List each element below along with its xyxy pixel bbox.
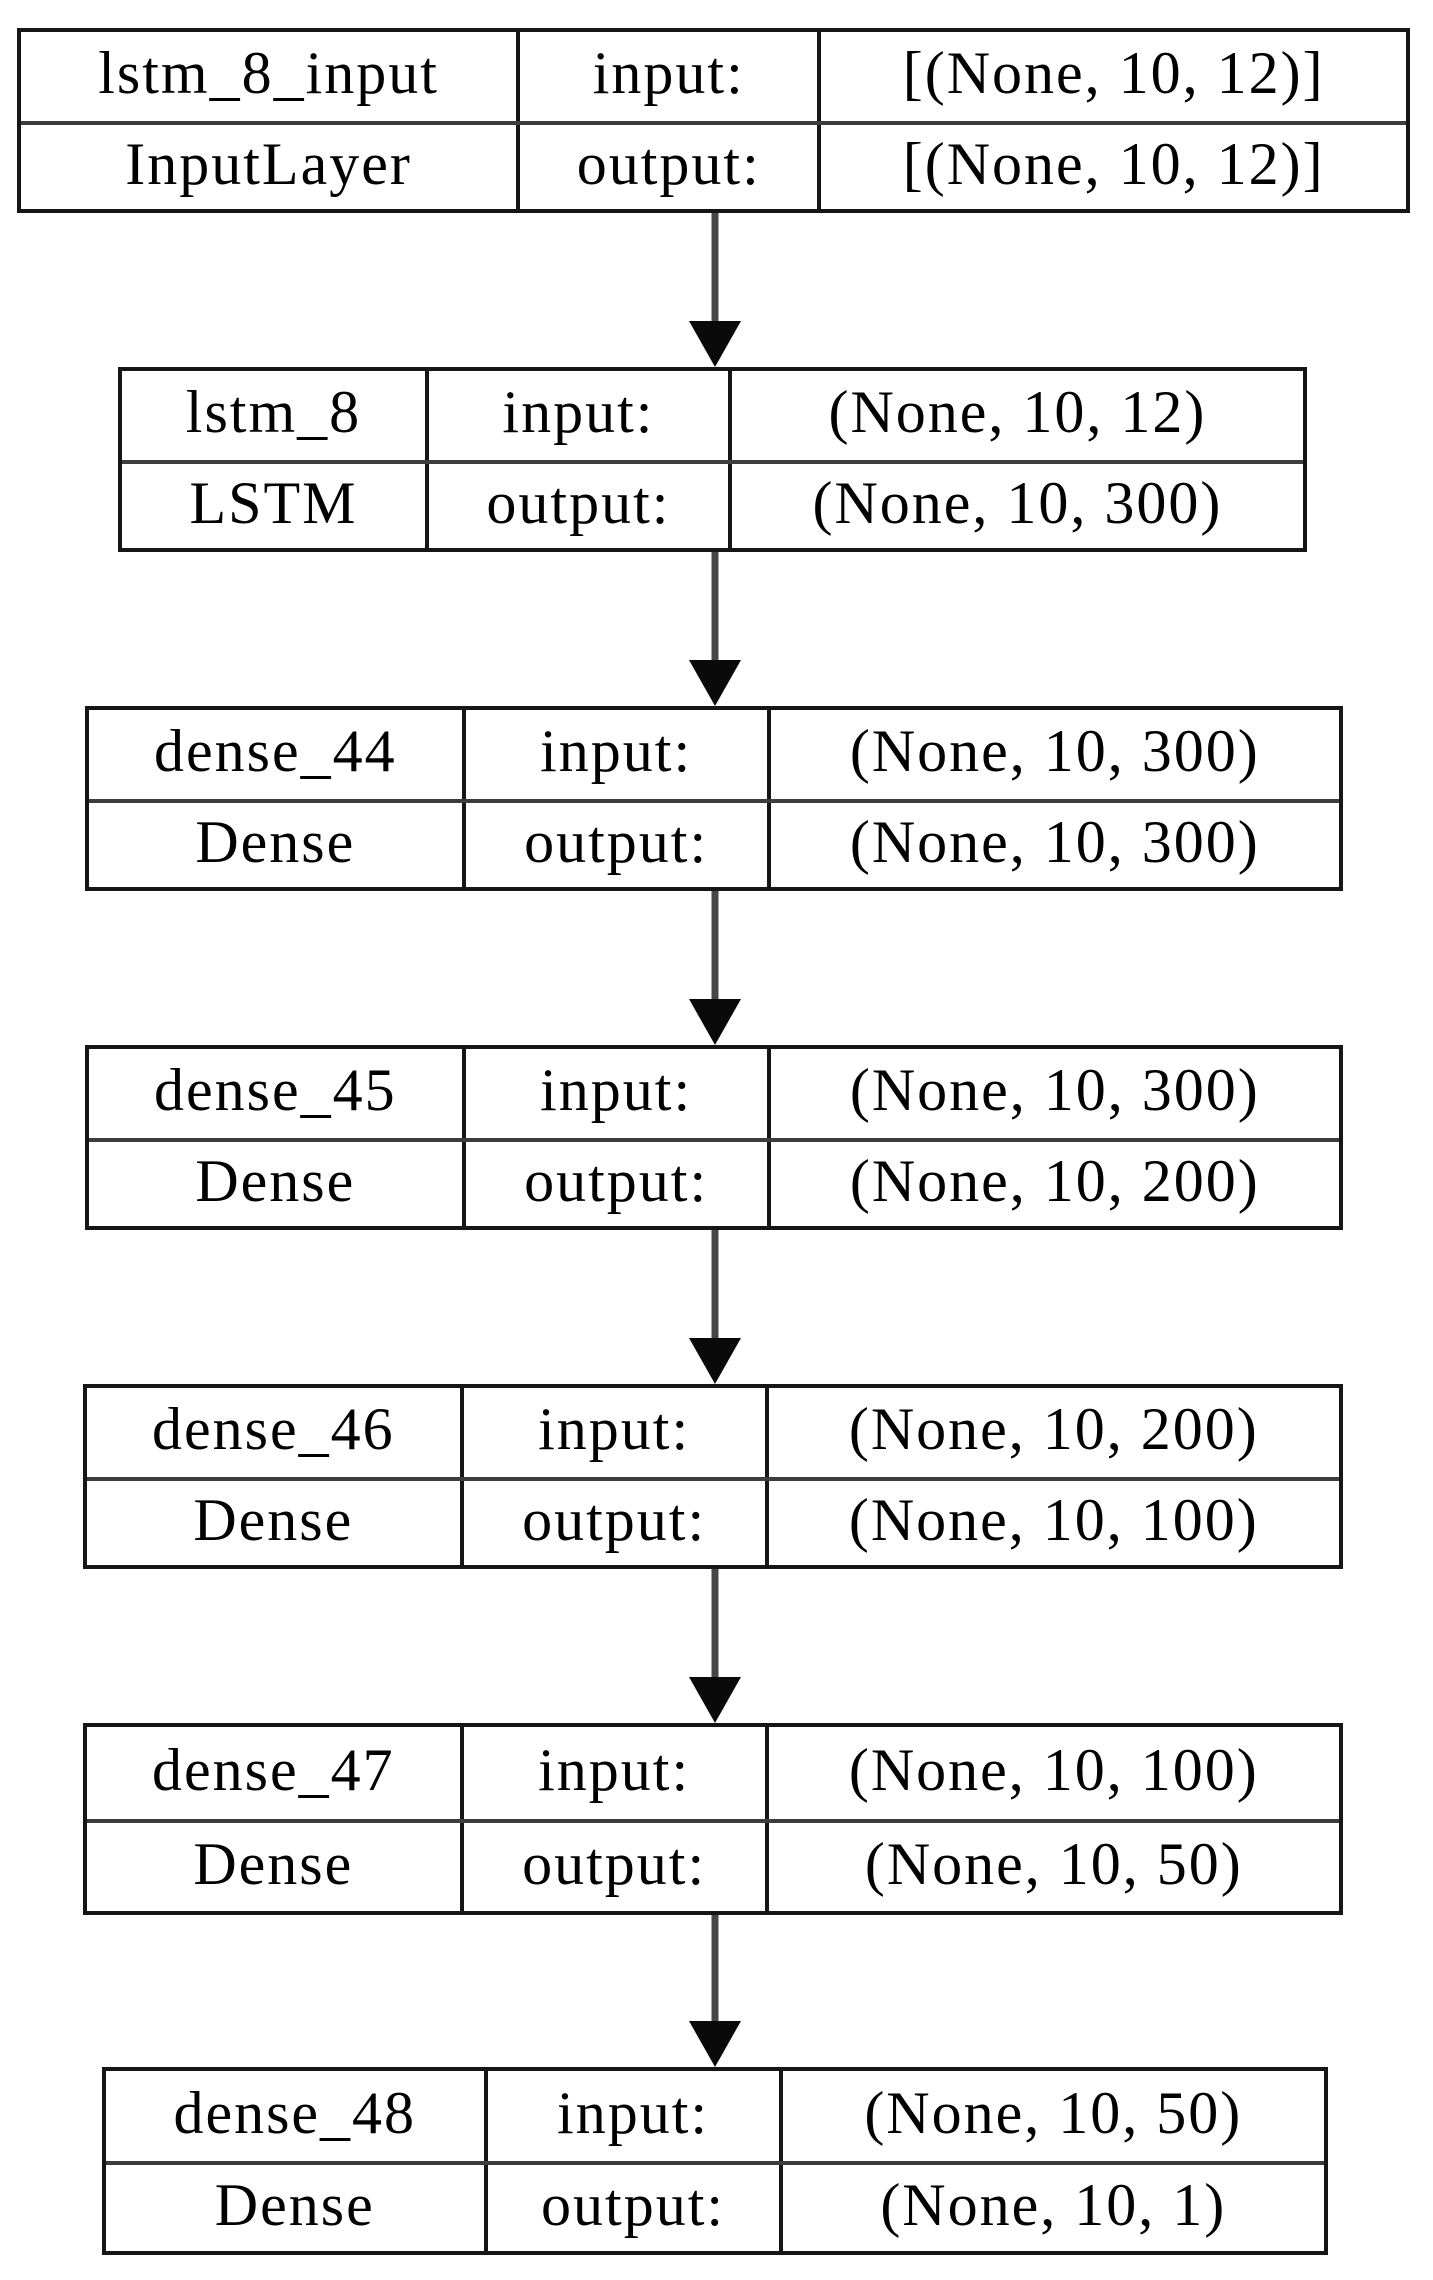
input-label-cell: input: bbox=[483, 2071, 779, 2161]
arrow-head-icon bbox=[689, 1677, 741, 1723]
layer-node-dense_46: dense_46 input: (None, 10, 200) Dense ou… bbox=[83, 1384, 1343, 1569]
layer-node-dense_47: dense_47 input: (None, 10, 100) Dense ou… bbox=[83, 1723, 1343, 1915]
output-label-cell: output: bbox=[483, 2165, 779, 2251]
flow-arrow bbox=[687, 891, 743, 1045]
output-shape-cell: [(None, 10, 12)] bbox=[817, 124, 1406, 209]
output-shape-cell: (None, 10, 50) bbox=[764, 1823, 1339, 1911]
layer-input-row: lstm_8_input input: [(None, 10, 12)] bbox=[21, 32, 1406, 121]
arrow-shaft bbox=[711, 891, 719, 1005]
layer-type-cell: Dense bbox=[214, 2172, 375, 2238]
layer-output-row: LSTM output: (None, 10, 300) bbox=[122, 459, 1303, 548]
output-shape-cell: (None, 10, 1) bbox=[778, 2165, 1324, 2251]
layer-input-row: dense_44 input: (None, 10, 300) bbox=[89, 710, 1339, 799]
flow-arrow bbox=[687, 213, 743, 367]
layer-node-dense_44: dense_44 input: (None, 10, 300) Dense ou… bbox=[85, 706, 1343, 891]
layer-input-row: dense_45 input: (None, 10, 300) bbox=[89, 1049, 1339, 1138]
layer-name-cell: dense_46 bbox=[151, 1396, 395, 1463]
layer-name-cell: lstm_8_input bbox=[98, 40, 439, 107]
layer-name-cell: dense_48 bbox=[173, 2080, 417, 2146]
input-shape-cell: (None, 10, 300) bbox=[766, 1049, 1339, 1138]
layer-type-cell: Dense bbox=[193, 1486, 354, 1553]
input-shape-cell: [(None, 10, 12)] bbox=[817, 32, 1406, 121]
layer-node-dense_48: dense_48 input: (None, 10, 50) Dense out… bbox=[102, 2067, 1328, 2255]
layer-output-row: InputLayer output: [(None, 10, 12)] bbox=[21, 120, 1406, 209]
arrow-head-icon bbox=[689, 321, 741, 367]
layer-output-row: Dense output: (None, 10, 100) bbox=[87, 1476, 1339, 1565]
arrow-shaft bbox=[711, 1230, 719, 1344]
layer-output-row: Dense output: (None, 10, 300) bbox=[89, 798, 1339, 887]
output-label-cell: output: bbox=[461, 1141, 767, 1226]
layer-output-row: Dense output: (None, 10, 1) bbox=[106, 2161, 1324, 2251]
layer-output-row: Dense output: (None, 10, 50) bbox=[87, 1819, 1339, 1911]
layer-output-row: Dense output: (None, 10, 200) bbox=[89, 1137, 1339, 1226]
output-label-cell: output: bbox=[459, 1823, 765, 1911]
arrow-head-icon bbox=[689, 1338, 741, 1384]
layer-name-cell: dense_44 bbox=[153, 718, 397, 785]
input-shape-cell: (None, 10, 12) bbox=[727, 371, 1303, 460]
output-label-cell: output: bbox=[461, 802, 767, 887]
input-label-cell: input: bbox=[459, 1727, 765, 1819]
layer-node-dense_45: dense_45 input: (None, 10, 300) Dense ou… bbox=[85, 1045, 1343, 1230]
layer-type-cell: Dense bbox=[195, 1147, 356, 1214]
arrow-shaft bbox=[711, 1569, 719, 1683]
flow-arrow bbox=[687, 1230, 743, 1384]
flow-arrow bbox=[687, 1915, 743, 2067]
flow-arrow bbox=[687, 552, 743, 706]
input-shape-cell: (None, 10, 300) bbox=[766, 710, 1339, 799]
input-label-cell: input: bbox=[461, 710, 767, 799]
input-label-cell: input: bbox=[459, 1388, 765, 1477]
input-label-cell: input: bbox=[424, 371, 728, 460]
layer-type-cell: Dense bbox=[195, 808, 356, 875]
input-label-cell: input: bbox=[461, 1049, 767, 1138]
output-shape-cell: (None, 10, 200) bbox=[766, 1141, 1339, 1226]
arrow-head-icon bbox=[689, 999, 741, 1045]
arrow-head-icon bbox=[689, 2021, 741, 2067]
arrow-head-icon bbox=[689, 660, 741, 706]
output-shape-cell: (None, 10, 100) bbox=[764, 1480, 1339, 1565]
arrow-shaft bbox=[711, 213, 719, 327]
layer-name-cell: lstm_8 bbox=[185, 379, 362, 446]
flow-arrow bbox=[687, 1569, 743, 1723]
output-label-cell: output: bbox=[516, 124, 817, 209]
layer-type-cell: LSTM bbox=[189, 469, 358, 536]
output-label-cell: output: bbox=[459, 1480, 765, 1565]
layer-name-cell: dense_45 bbox=[153, 1057, 397, 1124]
input-shape-cell: (None, 10, 200) bbox=[764, 1388, 1339, 1477]
layer-name-cell: dense_47 bbox=[151, 1737, 395, 1803]
input-label-cell: input: bbox=[516, 32, 817, 121]
arrow-shaft bbox=[711, 552, 719, 666]
layer-input-row: dense_47 input: (None, 10, 100) bbox=[87, 1727, 1339, 1819]
output-shape-cell: (None, 10, 300) bbox=[766, 802, 1339, 887]
input-shape-cell: (None, 10, 50) bbox=[778, 2071, 1324, 2161]
output-label-cell: output: bbox=[424, 463, 728, 548]
layer-input-row: dense_46 input: (None, 10, 200) bbox=[87, 1388, 1339, 1477]
layer-type-cell: InputLayer bbox=[125, 130, 412, 197]
layer-node-lstm_8_input: lstm_8_input input: [(None, 10, 12)] Inp… bbox=[17, 28, 1410, 213]
output-shape-cell: (None, 10, 300) bbox=[727, 463, 1303, 548]
layer-node-lstm_8: lstm_8 input: (None, 10, 12) LSTM output… bbox=[118, 367, 1307, 552]
arrow-shaft bbox=[711, 1915, 719, 2027]
input-shape-cell: (None, 10, 100) bbox=[764, 1727, 1339, 1819]
layer-input-row: lstm_8 input: (None, 10, 12) bbox=[122, 371, 1303, 460]
layer-input-row: dense_48 input: (None, 10, 50) bbox=[106, 2071, 1324, 2161]
layer-type-cell: Dense bbox=[193, 1831, 354, 1897]
